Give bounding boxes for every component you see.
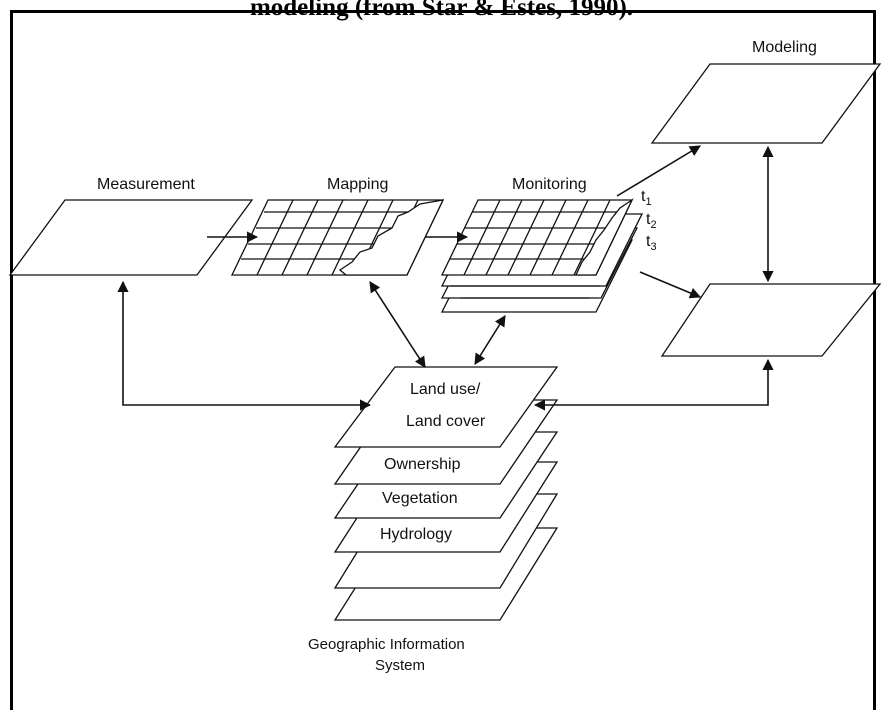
t3-label: t3 bbox=[646, 233, 657, 253]
arrow-monitoring-gis bbox=[474, 315, 506, 365]
gis-layer-stack bbox=[333, 366, 559, 621]
hydrology-label: Hydrology bbox=[380, 526, 452, 543]
arrow-monitoring-to-modeling-bottom bbox=[639, 271, 702, 299]
gis-label-line2: System bbox=[375, 657, 425, 674]
gis-label-line1: Geographic Information bbox=[308, 636, 465, 653]
monitoring-grids bbox=[440, 198, 644, 313]
arrow-measurement-gis bbox=[117, 280, 372, 411]
t2-label: t2 bbox=[646, 211, 657, 231]
measurement-plane bbox=[8, 199, 254, 276]
measurement-label: Measurement bbox=[97, 176, 195, 193]
landuse-label-line2: Land cover bbox=[406, 413, 486, 430]
diagram: Measurement Mapping Monitoring Modeling … bbox=[8, 39, 882, 674]
arrow-mapping-gis bbox=[369, 281, 426, 368]
modeling-plane-bottom bbox=[660, 283, 882, 357]
landuse-label-line1: Land use/ bbox=[410, 381, 481, 398]
modeling-plane-top bbox=[650, 63, 882, 144]
vegetation-label: Vegetation bbox=[382, 490, 458, 507]
arrow-monitoring-to-modeling-top bbox=[616, 145, 701, 197]
ownership-label: Ownership bbox=[384, 456, 461, 473]
mapping-grid bbox=[230, 199, 445, 276]
monitoring-label: Monitoring bbox=[512, 176, 587, 193]
t1-label: t1 bbox=[641, 188, 652, 208]
mapping-label: Mapping bbox=[327, 176, 388, 193]
arrow-modeling-gis bbox=[533, 358, 774, 411]
figure-frame bbox=[10, 10, 876, 710]
modeling-label: Modeling bbox=[752, 39, 817, 56]
